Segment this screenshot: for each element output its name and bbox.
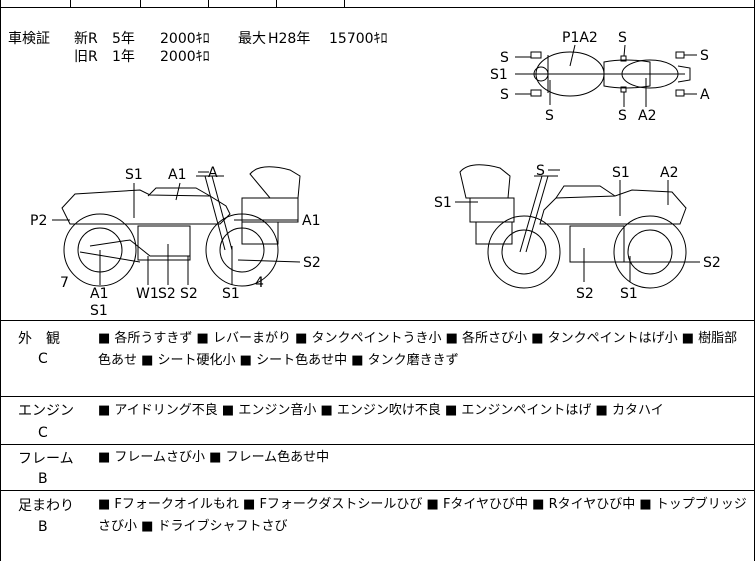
- divider: [0, 444, 755, 445]
- right-label: S: [536, 163, 545, 179]
- left-label: P2: [30, 213, 47, 229]
- top-label: S: [500, 50, 509, 66]
- top-label: S: [700, 48, 709, 64]
- left-label: A: [208, 165, 218, 181]
- top-label: S: [618, 30, 627, 46]
- right-label: A2: [660, 165, 678, 181]
- section-category: 足まわり: [18, 498, 74, 514]
- shaken-old-years: 1年: [112, 49, 135, 65]
- section-category: フレーム: [18, 451, 74, 467]
- section-category: エンジン: [18, 403, 74, 419]
- section-grade: C: [38, 351, 48, 367]
- shaken-max-date: H28年: [268, 31, 311, 47]
- shaken-new-label: 新R: [74, 31, 98, 47]
- section-items: ■ アイドリング不良 ■ エンジン音小 ■ エンジン吹け不良 ■ エンジンペイン…: [98, 403, 664, 418]
- shaken-max-value: 15700ｷﾛ: [329, 31, 388, 47]
- section-grade: C: [38, 425, 48, 441]
- divider: [0, 490, 755, 491]
- top-label: A2: [638, 108, 656, 124]
- motorcycle-diagram: S S1 S P1A2 S S S S A2 A S1 A1 A P2 A1 S…: [30, 30, 721, 319]
- right-label: S2: [576, 286, 594, 302]
- left-label: 4: [255, 275, 264, 291]
- top-table-strip: [0, 0, 755, 7]
- shaken-label: 車検証: [8, 31, 50, 47]
- right-label: S2: [703, 255, 721, 271]
- divider: [0, 396, 755, 397]
- shaken-new-fee: 2000ｷﾛ: [160, 31, 210, 47]
- left-label: W1: [136, 286, 159, 302]
- section-items: ■ 各所うすきず ■ レバーまがり ■ タンクペイントうき小 ■ 各所さび小 ■…: [98, 331, 738, 368]
- divider: [0, 320, 755, 321]
- left-label: S1: [90, 303, 108, 319]
- section-grade: B: [38, 471, 48, 487]
- left-label: S2: [158, 286, 176, 302]
- shaken-old-fee: 2000ｷﾛ: [160, 49, 210, 65]
- left-label: 7: [60, 275, 69, 291]
- left-view-bike-icon: [52, 166, 301, 287]
- top-label: S: [545, 108, 554, 124]
- section-items: ■ フレームさび小 ■ フレーム色あせ中: [98, 450, 330, 465]
- border-left: [0, 0, 1, 561]
- top-label: S1: [490, 67, 508, 83]
- shaken-old-label: 旧R: [74, 49, 98, 65]
- right-label: S1: [434, 195, 452, 211]
- left-label: S1: [222, 286, 240, 302]
- left-label: A1: [168, 167, 186, 183]
- right-label: S1: [620, 286, 638, 302]
- shaken-max-label: 最大: [238, 31, 266, 47]
- top-label: S: [618, 108, 627, 124]
- left-label: S2: [303, 255, 321, 271]
- section-category: 外 観: [18, 331, 60, 347]
- shaken-new-years: 5年: [112, 31, 135, 47]
- top-label: A: [700, 87, 710, 103]
- left-label: S1: [125, 167, 143, 183]
- right-label: S1: [612, 165, 630, 181]
- section-grade: B: [38, 519, 48, 535]
- left-label: A1: [302, 213, 320, 229]
- section-items: ■ Fフォークオイルもれ ■ Fフォークダストシールひび ■ Fタイヤひび中 ■…: [98, 497, 747, 534]
- left-label: S2: [180, 286, 198, 302]
- left-label: A1: [90, 286, 108, 302]
- top-view-bike-icon: [515, 44, 697, 107]
- top-label: S: [500, 87, 509, 103]
- right-view-bike-icon: [455, 164, 700, 289]
- top-label: P1A2: [562, 30, 598, 46]
- divider: [0, 7, 755, 8]
